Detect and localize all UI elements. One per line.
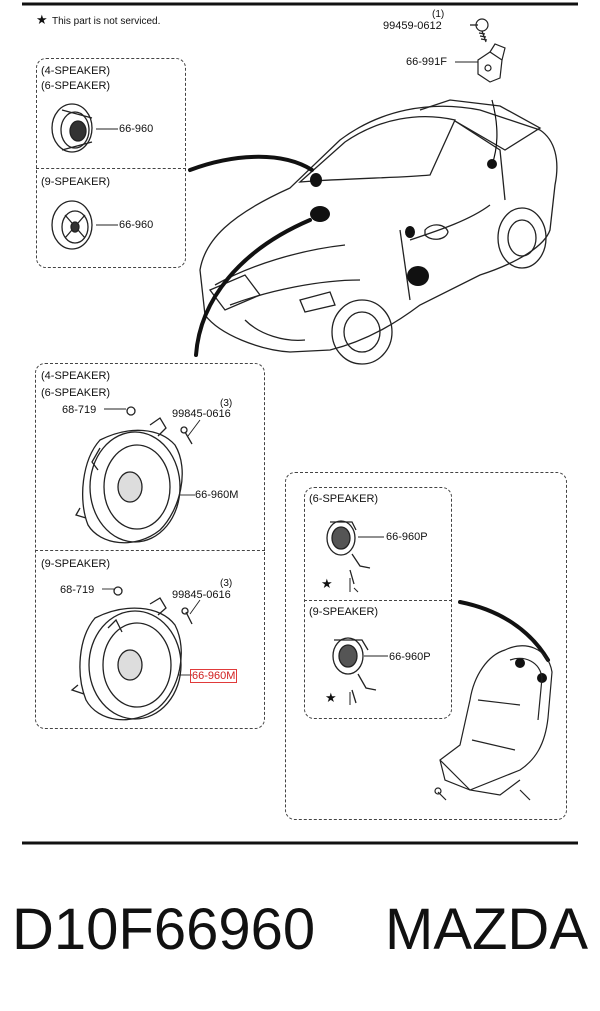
door-speaker-box <box>35 363 265 729</box>
headrest-6-part-number: 66-960P <box>386 531 428 543</box>
bolt-part-number: 99459-0612 <box>383 20 442 32</box>
tweeter-box-label-9: (9-SPEAKER) <box>41 176 111 188</box>
headrest-speaker-6 <box>326 520 371 585</box>
door-screw-part-number: 99845-0616 <box>172 408 231 420</box>
note-text: This part is not serviced. <box>52 16 161 27</box>
tweeter-box-divider <box>36 168 186 169</box>
headrest-inner-box <box>304 487 452 719</box>
headrest-inner-divider <box>304 600 452 601</box>
headrest-screws <box>349 578 359 705</box>
door-screw-qty-b: (3) <box>220 578 233 589</box>
bolt-99459 <box>475 18 489 43</box>
footer: D10F66960 MAZDA <box>12 895 588 965</box>
tweeter-box <box>36 58 186 268</box>
tweeter-upper <box>51 103 93 153</box>
leader-lines <box>188 154 550 662</box>
door-speaker-part-number-b-highlighted: 66-960M <box>190 669 238 683</box>
headrest-label-6: (6-SPEAKER) <box>309 493 379 505</box>
door-screw-qty: (3) <box>220 398 233 409</box>
tweeter-lower <box>51 200 93 250</box>
footer-brand: MAZDA <box>385 897 588 962</box>
door-box-divider <box>35 550 265 551</box>
tweeter-b-part-number: 66-960 <box>119 219 154 231</box>
bracket-66-991F <box>477 43 506 83</box>
bracket-part-number: 66-991F <box>406 56 447 68</box>
bolt-qty: (1) <box>432 9 445 20</box>
door-screw-part-number-b: 99845-0616 <box>172 589 231 601</box>
headrest-label-9: (9-SPEAKER) <box>309 606 379 618</box>
headrest-9-part-number: 66-960P <box>389 651 431 663</box>
headrest-speaker-9 <box>332 637 377 704</box>
door-box-label-9: (9-SPEAKER) <box>41 558 111 570</box>
note-star: ★ <box>36 12 48 27</box>
label-leaders <box>96 61 478 676</box>
door-nut-part-number: 68-719 <box>62 404 97 416</box>
door-speaker-part-number: 66-960M <box>195 489 239 501</box>
tweeter-box-label-4: (4-SPEAKER) <box>41 65 111 77</box>
seat-illustration <box>434 645 553 801</box>
tweeter-box-label-6: (6-SPEAKER) <box>41 80 111 92</box>
door-nut-part-number-b: 68-719 <box>60 584 95 596</box>
footer-part-number: D10F66960 <box>12 897 316 962</box>
door-box-label-6: (6-SPEAKER) <box>41 387 111 399</box>
headrest-9-star: ★ <box>325 690 337 705</box>
door-speaker-upper <box>75 406 193 544</box>
door-box-label-4: (4-SPEAKER) <box>41 370 111 382</box>
headrest-speaker-box <box>285 472 567 820</box>
tweeter-a-part-number: 66-960 <box>119 123 154 135</box>
car-illustration <box>199 99 558 365</box>
door-speaker-lower <box>70 586 193 721</box>
headrest-6-star: ★ <box>321 576 333 591</box>
thin-leader-lines <box>470 24 498 166</box>
